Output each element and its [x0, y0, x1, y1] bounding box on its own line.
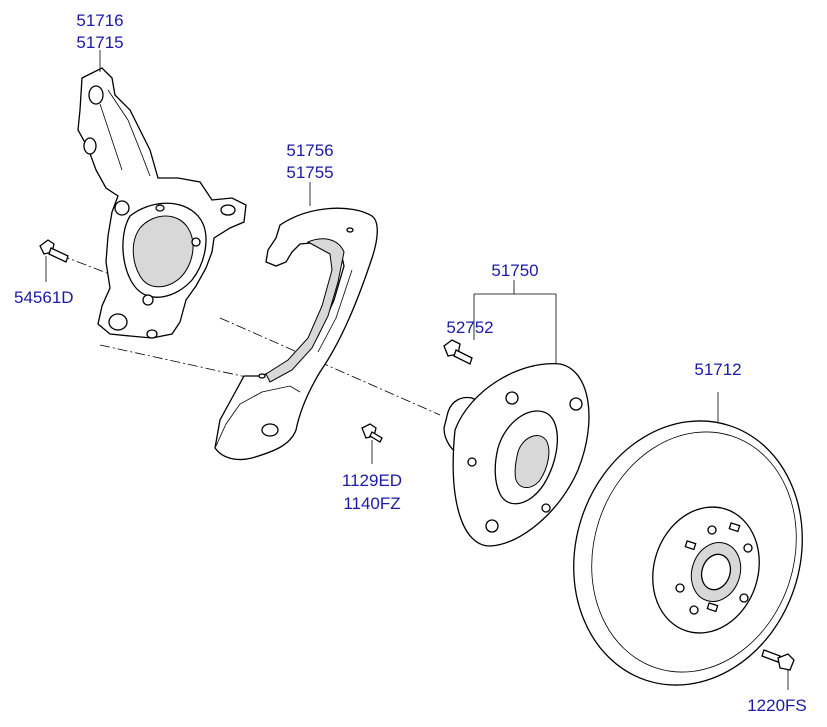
hub-bracket [473, 280, 557, 366]
label-dust-cover-a[interactable]: 51756 [286, 141, 333, 160]
wheel-hub[interactable] [443, 363, 590, 547]
label-dust-cover-screw-a[interactable]: 1129ED [342, 471, 402, 490]
label-disc-screw[interactable]: 1220FS [747, 696, 807, 715]
label-knuckle-b[interactable]: 51715 [76, 33, 123, 52]
steering-knuckle[interactable] [77, 67, 247, 339]
brake-disc[interactable] [540, 391, 827, 715]
label-brake-disc[interactable]: 51712 [694, 360, 741, 379]
label-knuckle-a[interactable]: 51716 [76, 11, 123, 30]
knuckle-bolt[interactable] [39, 239, 69, 263]
dust-cover[interactable] [214, 207, 378, 461]
hub-bolt[interactable] [443, 339, 473, 365]
disc-screw[interactable] [761, 649, 795, 671]
label-hub-assembly[interactable]: 51750 [491, 261, 538, 280]
dust-cover-screw[interactable] [361, 423, 383, 443]
label-dust-cover-screw-b[interactable]: 1140FZ [343, 494, 400, 513]
label-hub-bolt[interactable]: 52752 [446, 318, 493, 337]
label-knuckle-bolt[interactable]: 54561D [14, 288, 74, 307]
label-dust-cover-b[interactable]: 51755 [286, 163, 333, 182]
